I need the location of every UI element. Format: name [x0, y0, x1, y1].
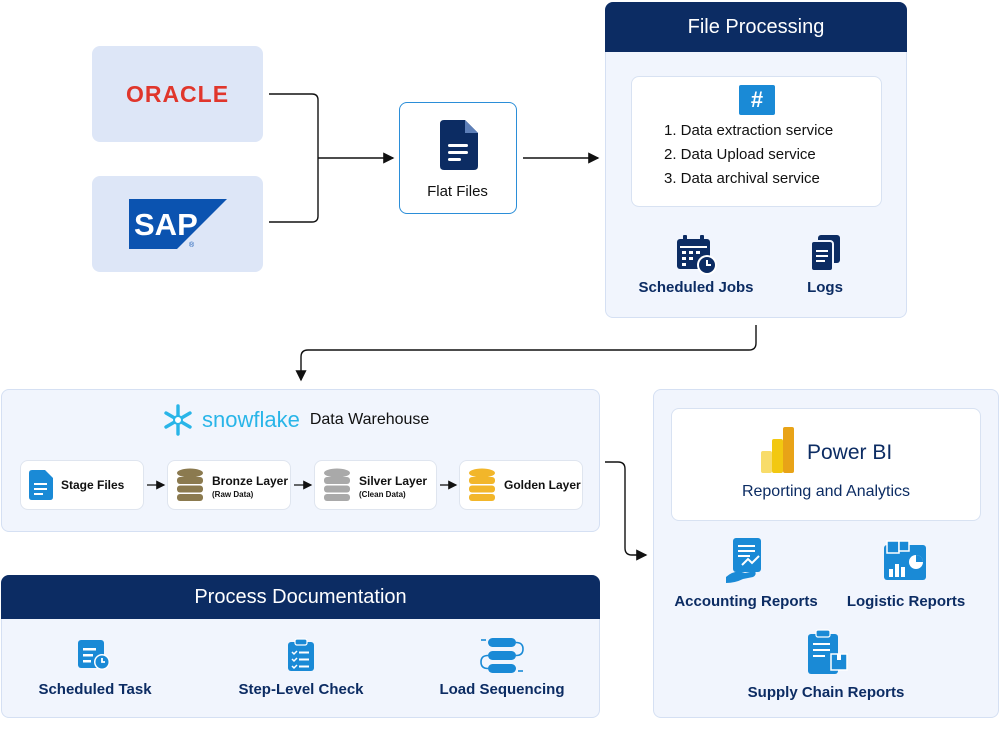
database-icon	[177, 468, 203, 501]
logs-label: Logs	[807, 279, 843, 296]
snowflake-wordmark: snowflake	[202, 407, 300, 432]
checklist-icon	[288, 638, 314, 671]
silver-layer-label: Silver Layer	[359, 473, 428, 488]
processing-to-warehouse-arrow	[295, 325, 757, 382]
service-item: 3. Data archival service	[664, 170, 820, 187]
logistic-reports-label: Logistic Reports	[846, 593, 966, 610]
scheduled-task-label: Scheduled Task	[38, 681, 152, 698]
warehouse-header: snowflake Data Warehouse	[162, 404, 429, 436]
flat-files-box: Flat Files	[399, 102, 517, 214]
accounting-report-icon	[726, 538, 761, 583]
service-item: 1. Data extraction service	[664, 122, 834, 139]
services-list: 1. Data extraction service 2. Data Uploa…	[664, 119, 833, 191]
reporting-subtitle: Reporting and Analytics	[741, 483, 911, 500]
warehouse-title: Data Warehouse	[309, 411, 430, 428]
svg-text:®: ®	[189, 241, 195, 249]
bronze-layer-sub: (Raw Data)	[212, 489, 254, 499]
scheduled-jobs-label: Scheduled Jobs	[638, 279, 754, 296]
process-documentation-title: Process Documentation	[1, 575, 600, 619]
reporting-panel: Power BI Reporting and Analytics Account…	[653, 389, 999, 718]
oracle-logo: ORACLE	[125, 80, 230, 107]
flat-files-label: Flat Files	[427, 183, 488, 200]
data-warehouse-panel: snowflake Data Warehouse Stage Files Bro…	[1, 389, 600, 532]
oracle-connector	[269, 93, 319, 158]
bronze-layer-card: Bronze Layer(Raw Data)	[167, 460, 291, 510]
power-bi-icon	[761, 427, 794, 473]
silver-layer-sub: (Clean Data)	[359, 489, 406, 499]
step-level-check-label: Step-Level Check	[238, 681, 364, 698]
scheduled-task-icon	[78, 640, 110, 670]
accounting-reports-label: Accounting Reports	[674, 593, 818, 610]
svg-text:SAP: SAP	[134, 207, 198, 242]
logs-icon	[810, 235, 840, 272]
supply-chain-reports-label: Supply Chain Reports	[747, 684, 905, 701]
database-icon	[469, 468, 495, 501]
services-card: # 1. Data extraction service 2. Data Upl…	[631, 76, 882, 207]
load-sequencing-icon	[480, 638, 524, 673]
snowflake-icon	[164, 404, 192, 436]
power-bi-card: Power BI Reporting and Analytics	[671, 408, 981, 521]
process-documentation-panel: Process Documentation Scheduled Task Ste…	[1, 575, 600, 718]
file-processing-title: File Processing	[605, 2, 907, 52]
sap-source-box: SAP ®	[92, 176, 263, 272]
sap-logo: SAP ®	[128, 199, 227, 249]
golden-layer-card: Golden Layer	[459, 460, 583, 510]
power-bi-title: Power BI	[807, 441, 893, 464]
file-processing-panel: File Processing # 1. Data extraction ser…	[605, 2, 907, 318]
database-icon	[324, 468, 350, 501]
load-sequencing-label: Load Sequencing	[439, 681, 565, 698]
stage-files-card: Stage Files	[20, 460, 144, 510]
hash-icon: #	[739, 85, 775, 115]
supply-chain-report-icon	[808, 629, 848, 674]
calendar-clock-icon	[677, 235, 717, 275]
logistic-report-icon	[884, 540, 926, 580]
warehouse-to-reporting-arrow	[605, 461, 648, 561]
sap-connector	[269, 158, 319, 223]
layer-arrows	[147, 480, 458, 490]
stage-files-label: Stage Files	[61, 478, 125, 492]
oracle-source-box: ORACLE	[92, 46, 263, 142]
service-item: 2. Data Upload service	[664, 146, 816, 163]
bronze-layer-label: Bronze Layer	[212, 473, 289, 488]
golden-layer-label: Golden Layer	[504, 478, 581, 492]
silver-layer-card: Silver Layer(Clean Data)	[314, 460, 437, 510]
file-icon	[29, 470, 53, 500]
document-icon	[440, 120, 478, 170]
